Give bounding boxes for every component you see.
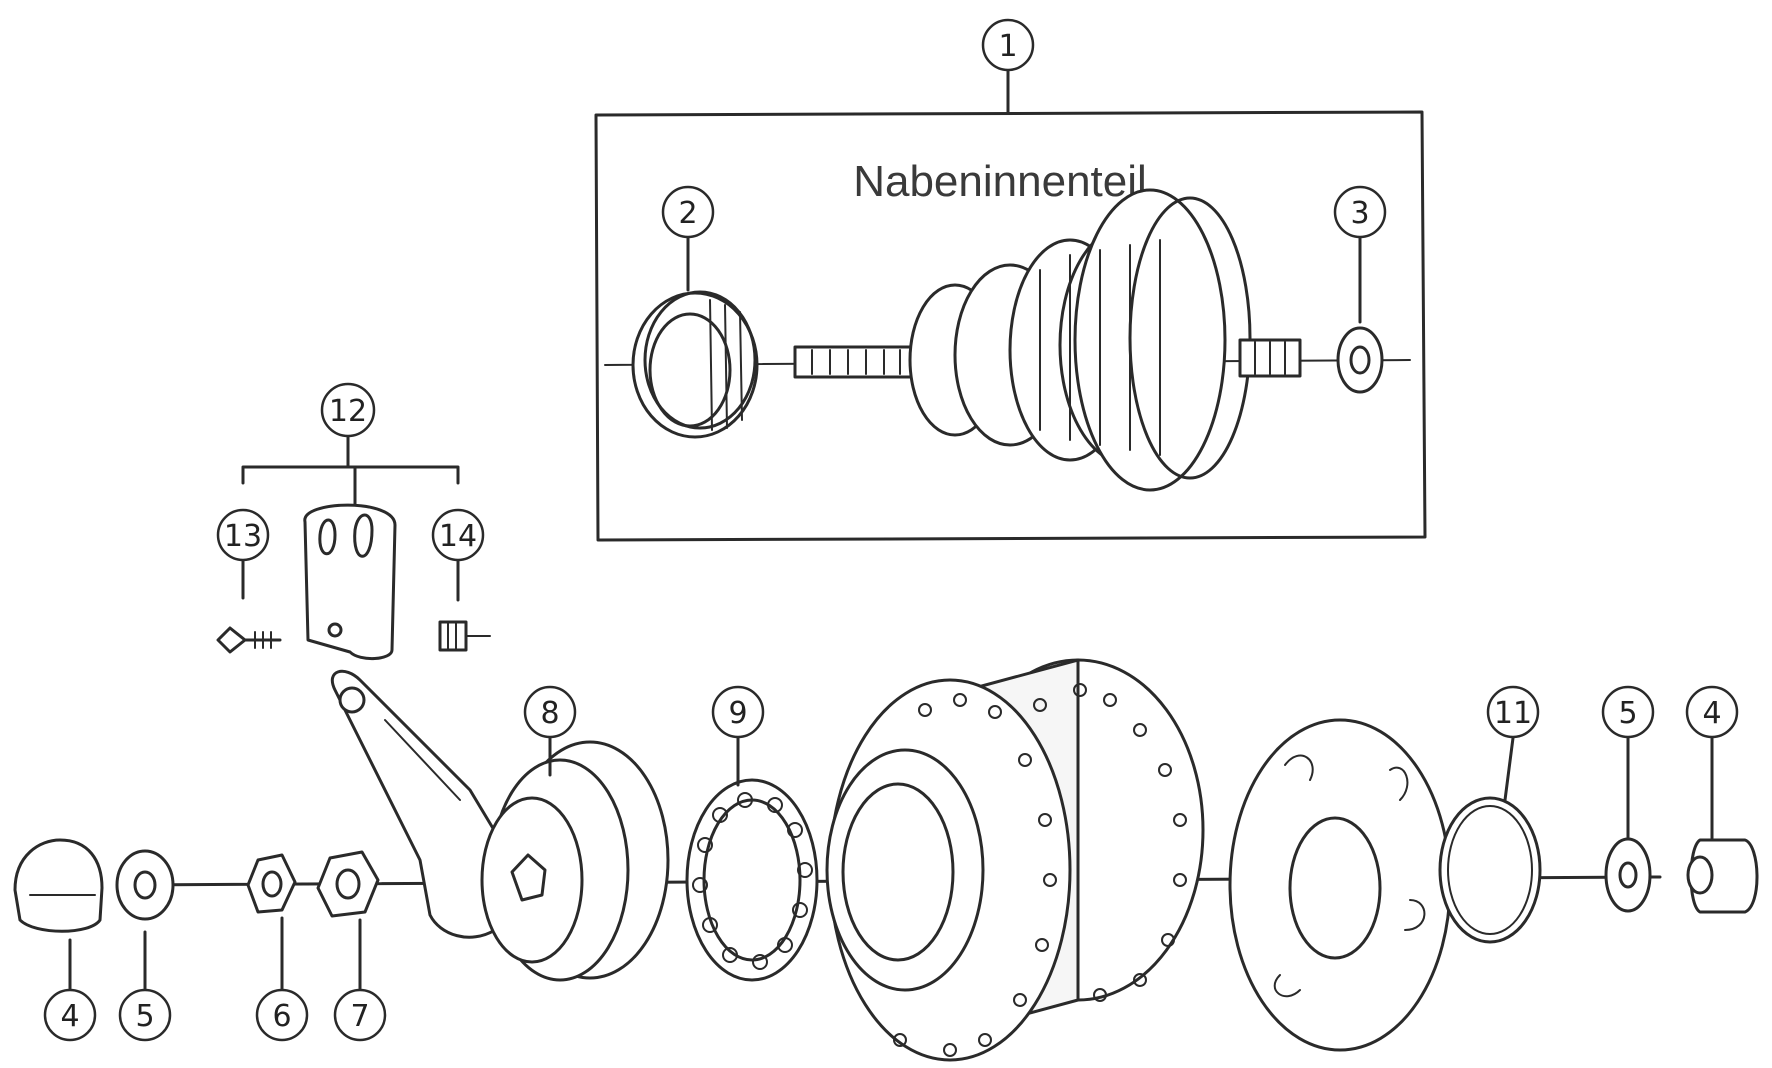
svg-text:9: 9 [728,696,747,731]
internal-right-end [1238,338,1302,378]
part-8-brake-housing [480,740,670,982]
callout-2: 2 [661,185,715,239]
callout-11: 11 [1486,685,1540,739]
svg-text:7: 7 [350,999,369,1034]
callout-4-right: 4 [1685,685,1739,739]
callout-3: 3 [1333,185,1387,239]
part-4-axle-nut-left [13,838,104,933]
callout-8: 8 [523,685,577,739]
callout-7: 7 [333,988,387,1042]
part-2-driver-ring [631,290,759,439]
leader-line-11 [1503,736,1515,802]
internal-hub-group: Nabeninnenteil [594,68,1427,542]
svg-text:4: 4 [60,999,79,1034]
svg-text:1: 1 [998,29,1017,64]
clamp-bracket [241,465,460,485]
svg-text:5: 5 [1618,696,1637,731]
sprocket [1228,718,1452,1052]
callout-1: 1 [981,18,1035,72]
part-13-clamp-bolt [216,626,282,654]
part-11-snap-ring [1438,796,1542,944]
callout-14: 14 [431,508,485,562]
cable-clamp [303,503,397,660]
svg-text:4: 4 [1702,696,1721,731]
svg-text:11: 11 [1494,696,1532,731]
svg-text:3: 3 [1350,196,1369,231]
svg-text:13: 13 [224,519,262,554]
svg-text:14: 14 [439,519,477,554]
part-3-nut [1336,326,1384,394]
part-5-washer-left [115,849,175,921]
part-4-axle-nut-right [1686,838,1759,914]
callout-5-left: 5 [118,988,172,1042]
part-14-clamp-nut [438,620,491,652]
svg-text:5: 5 [135,999,154,1034]
svg-text:6: 6 [272,999,291,1034]
part-6-lock-nut [246,853,297,914]
callout-4-left: 4 [43,988,97,1042]
planetary-gear-stack [908,188,1252,492]
clamp-assembly [216,435,491,660]
callout-5-right: 5 [1601,685,1655,739]
part-9-ball-bearing [685,778,819,982]
internal-axle-shaft [793,345,917,379]
callout-6: 6 [255,988,309,1042]
group-title: Nabeninnenteil [853,157,1147,206]
svg-text:2: 2 [678,196,697,231]
callout-13: 13 [216,508,270,562]
hub-shell [825,658,1205,1062]
part-7-cone-nut [316,850,380,918]
svg-text:8: 8 [540,696,559,731]
callout-12: 12 [320,382,376,438]
internal-hub-frame [594,110,1427,542]
svg-text:12: 12 [329,394,367,429]
callout-9: 9 [711,685,765,739]
part-5-washer-right [1604,837,1652,913]
